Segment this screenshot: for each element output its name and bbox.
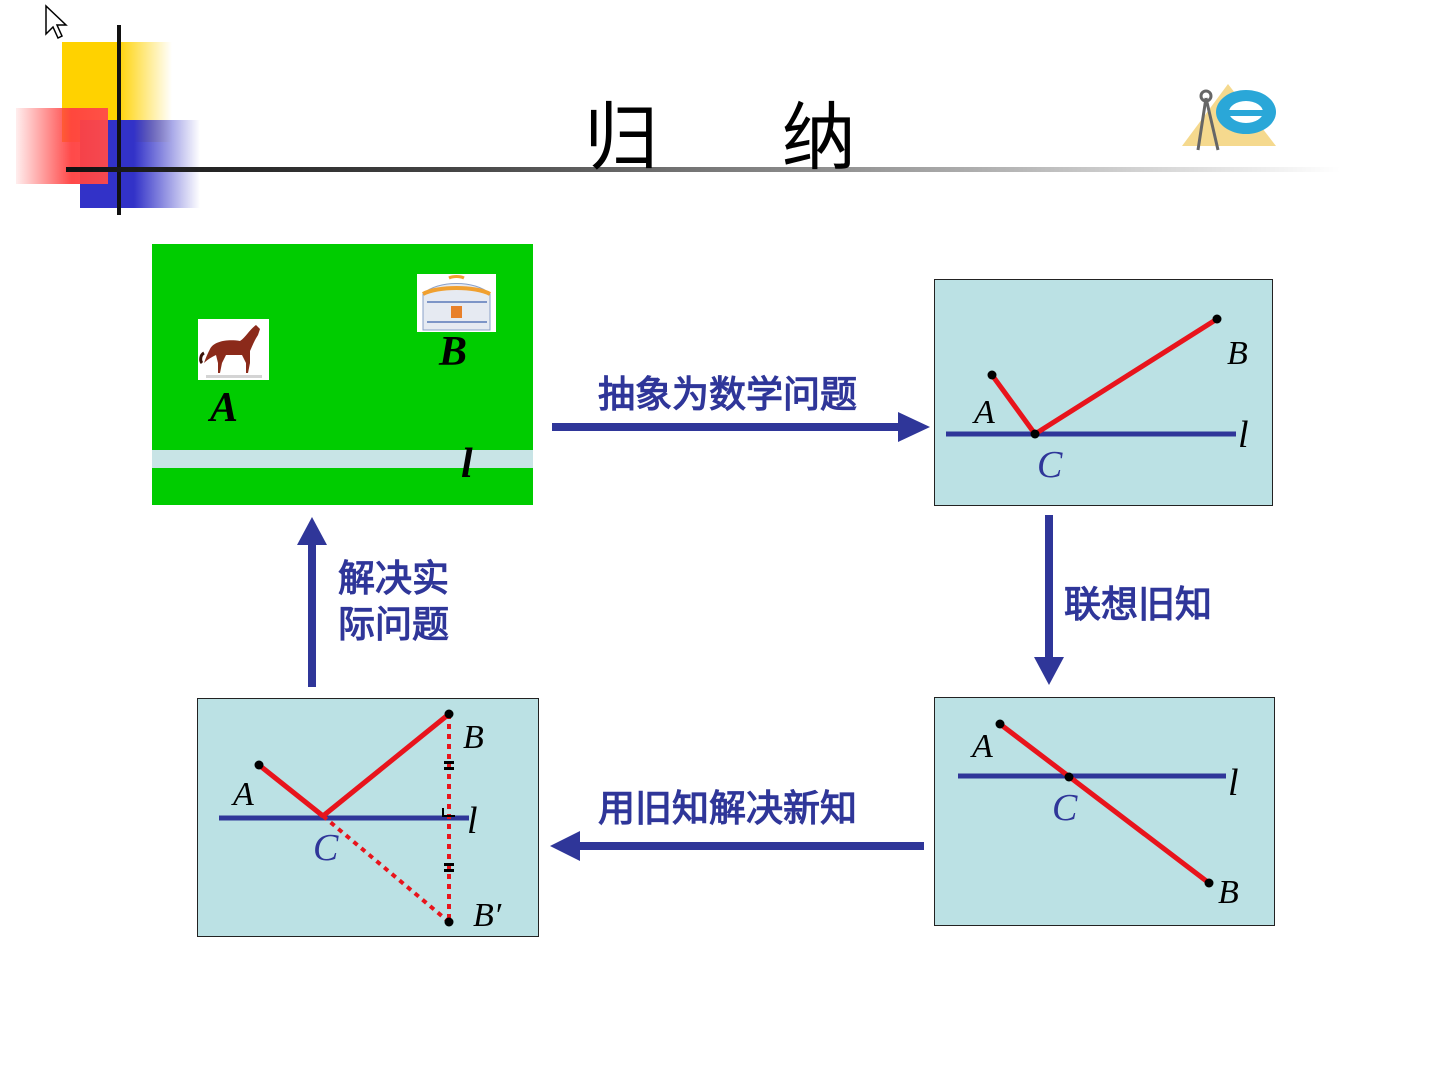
caption-solve-line-1: 解决实: [338, 556, 449, 602]
arrow-solve: [295, 515, 329, 687]
label-a: A: [970, 728, 993, 765]
horse-picture: [198, 319, 269, 380]
point-a: [988, 371, 997, 380]
label-c: C: [1052, 787, 1078, 829]
arrow-recall: [1032, 515, 1066, 687]
label-l: l: [1228, 762, 1239, 804]
label-b-prime: B′: [473, 897, 502, 934]
label-b: B: [1218, 874, 1239, 911]
scene-picture: A B l: [152, 244, 533, 505]
diagram-panel-1: A B C l: [934, 279, 1274, 507]
label-b: B: [1227, 335, 1248, 372]
point-b: [1213, 315, 1222, 324]
label-a: A: [972, 394, 995, 431]
diagram-panel-2: A B C l: [934, 697, 1276, 927]
label-l: l: [1238, 414, 1249, 456]
label-b: B: [463, 719, 484, 756]
point-c: [1065, 773, 1074, 782]
point-c: [1031, 430, 1040, 439]
caption-solve-line-2: 际问题: [338, 602, 449, 648]
point-b: [445, 710, 454, 719]
point-b: [1205, 879, 1214, 888]
label-l: l: [467, 800, 478, 842]
label-c: C: [313, 827, 339, 869]
scene-label-a: A: [210, 384, 238, 432]
point-a: [255, 761, 264, 770]
diagram-panel-3: A B C l B′: [197, 698, 540, 938]
geometry-tools-logo-icon: [1176, 78, 1282, 152]
scene-label-b: B: [439, 328, 467, 376]
caption-apply: 用旧知解决新知: [598, 778, 857, 832]
label-c: C: [1037, 444, 1063, 486]
arrow-apply: [550, 829, 926, 863]
point-a: [996, 720, 1005, 729]
caption-recall: 联想旧知: [1064, 574, 1212, 628]
caption-solve: 解决实 际问题: [338, 556, 449, 648]
caption-abstract: 抽象为数学问题: [598, 364, 857, 418]
point-b-prime: [445, 918, 454, 927]
label-a: A: [231, 776, 254, 813]
yurt-picture: [417, 274, 496, 332]
scene-label-l: l: [461, 440, 473, 488]
road-band: [152, 450, 533, 468]
